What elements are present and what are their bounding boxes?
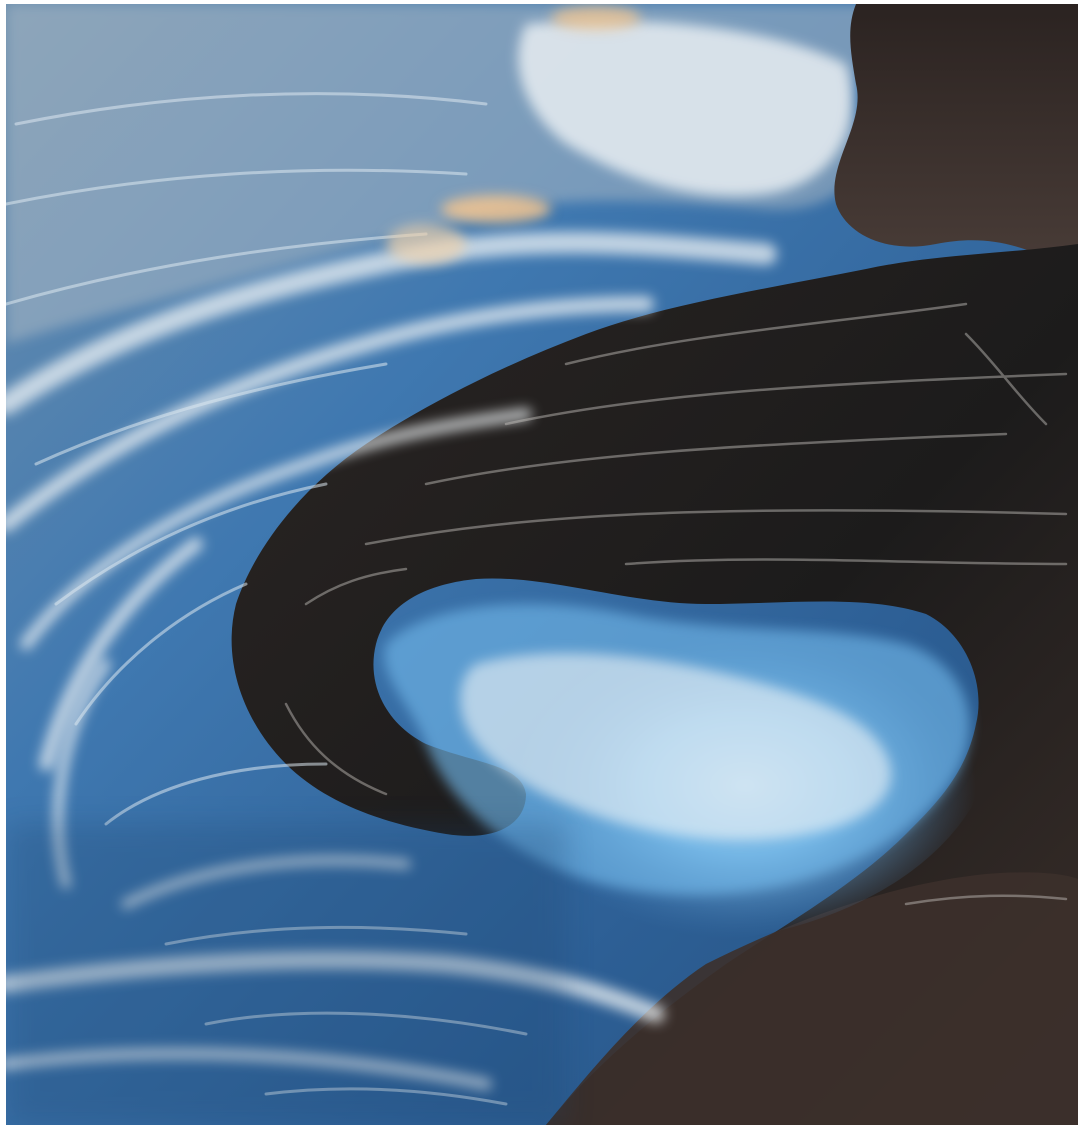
- photo: [6, 4, 1078, 1125]
- photo-illustration: [6, 4, 1078, 1125]
